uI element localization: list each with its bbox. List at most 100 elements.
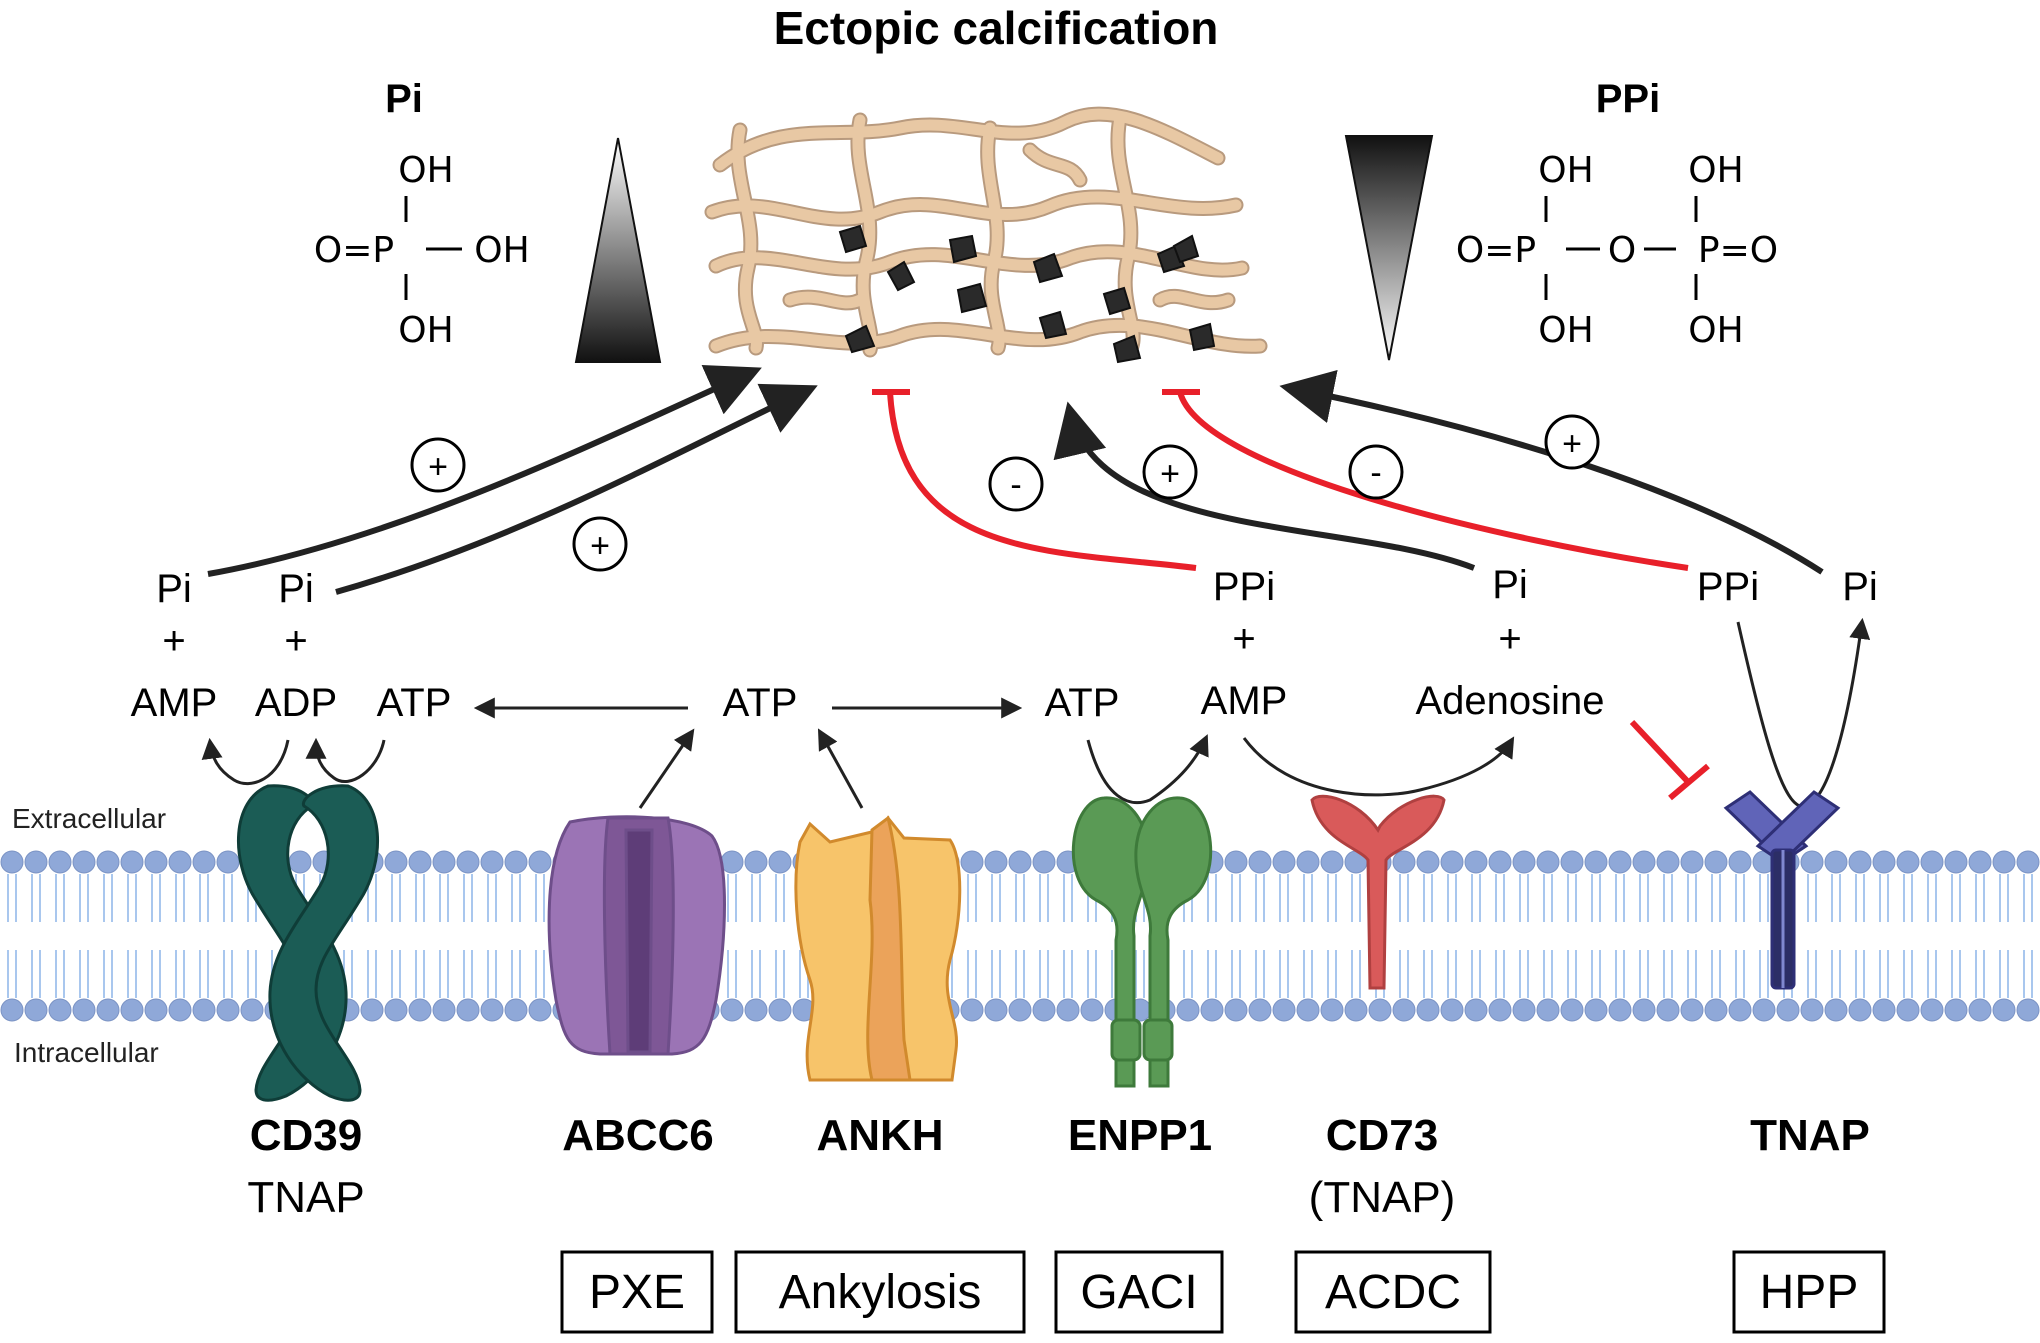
lipid-tail [2023,874,2033,998]
lipid-tail [1327,874,1337,998]
pi-gradient-increase-icon [574,137,662,363]
svg-text:-: - [1010,466,1021,504]
disease-box-pxe [560,1250,714,1334]
lipid-head [1920,850,1944,874]
lipid-head [480,850,504,874]
lipid-tail [967,874,977,998]
disease-box-acdc [1294,1250,1492,1334]
lipid-head [1728,998,1752,1022]
lipid-head [432,998,456,1022]
atp-left: ATP [377,681,452,725]
lipid-tail [1951,874,1961,998]
lipid-head [1224,850,1248,874]
lipid-tail [511,874,521,998]
lipid-head [192,998,216,1022]
ppi-oh-top-right: OH [1688,150,1743,191]
lipid-tail [1759,874,1769,998]
lipid-head [1392,998,1416,1022]
lipid-head [168,850,192,874]
pi-product-cd73: Pi [1492,563,1528,607]
lipid-head [1752,998,1776,1022]
lipid-head [1944,850,1968,874]
ppi-molecule: PPi OH OH O=P O P=O OH OH [1456,77,1778,351]
lipid-head [1896,850,1920,874]
disease-boxes: PXE Ankylosis GACI ACDC HPP [560,1250,1886,1334]
lipid-tail [103,874,113,998]
lipid-head [1824,850,1848,874]
sign-markers: + + - + - + [410,414,1600,572]
ppi-oh-bottom-right: OH [1688,310,1743,351]
pi-tnap: Pi [1842,565,1878,609]
plus-sign-icon: + [1142,444,1198,500]
diagram-title: Ectopic calcification [774,2,1219,54]
lipid-tail [751,874,761,998]
reaction-labels: Pi + AMP Pi + ADP ATP ATP ATP PPi + AMP … [131,563,1878,725]
lipid-tail [487,874,497,998]
lipid-head [72,998,96,1022]
lipid-head [1176,998,1200,1022]
lipid-head [960,850,984,874]
lipid-head [24,850,48,874]
lipid-tail [79,874,89,998]
lipid-head [96,998,120,1022]
lipid-head [1368,998,1392,1022]
lipid-head [1944,998,1968,1022]
svg-text:+: + [1562,425,1582,463]
lipid-tail [223,874,233,998]
lipid-tail [1999,874,2009,998]
disease-box-ankylosis [734,1250,1026,1334]
lipid-head [216,998,240,1022]
lipid-head [1728,850,1752,874]
lipid-head [960,998,984,1022]
ppi-oh-bottom-left: OH [1538,310,1593,351]
enpp1-protein-icon [1071,796,1213,1088]
lipid-tail [1255,874,1265,998]
lipid-head [480,998,504,1022]
lipid-head [1488,850,1512,874]
lipid-tail [1039,874,1049,998]
enzyme-conversion-arrows [201,617,1871,808]
lipid-tail [55,874,65,998]
lipid-head [1656,850,1680,874]
lipid-tail [1639,874,1649,998]
plus-cd73: + [1498,617,1521,661]
lipid-head [1992,850,2016,874]
lipid-head [1536,850,1560,874]
lipid-head [1464,998,1488,1022]
svg-text:+: + [428,448,448,486]
ppi-bridge-o: O [1608,230,1636,271]
lipid-head [120,850,144,874]
lipid-head [1968,998,1992,1022]
lipid-head [1512,998,1536,1022]
svg-text:+: + [590,527,610,565]
lipid-head [1512,850,1536,874]
lipid-tail [1975,874,1985,998]
lipid-head [1968,850,1992,874]
ppi-o-p-left: O=P [1456,230,1536,271]
svg-text:-: - [1370,454,1381,492]
lipid-head [1032,850,1056,874]
adp-product: ADP [255,681,337,725]
atp-transport-arrows [473,697,1023,809]
lipid-tail [1351,874,1361,998]
lipid-tail [175,874,185,998]
lipid-head [720,850,744,874]
lipid-tail [1591,874,1601,998]
lipid-head [528,998,552,1022]
lipid-head [768,850,792,874]
lipid-tail [1231,874,1241,998]
disease-label-hpp: HPP [1760,1266,1859,1319]
abcc6-protein-icon [547,815,726,1056]
lipid-tail [1879,874,1889,998]
plus-adp: + [284,619,307,663]
svg-text:+: + [1160,455,1180,493]
lipid-head [1776,998,1800,1022]
disease-box-gaci [1054,1250,1224,1334]
lipid-tail [1735,874,1745,998]
lipid-tail [991,874,1001,998]
lipid-head [504,850,528,874]
lipid-head [192,850,216,874]
lipid-head [1536,998,1560,1022]
lipid-tail [439,874,449,998]
lipid-tail [1279,874,1289,998]
